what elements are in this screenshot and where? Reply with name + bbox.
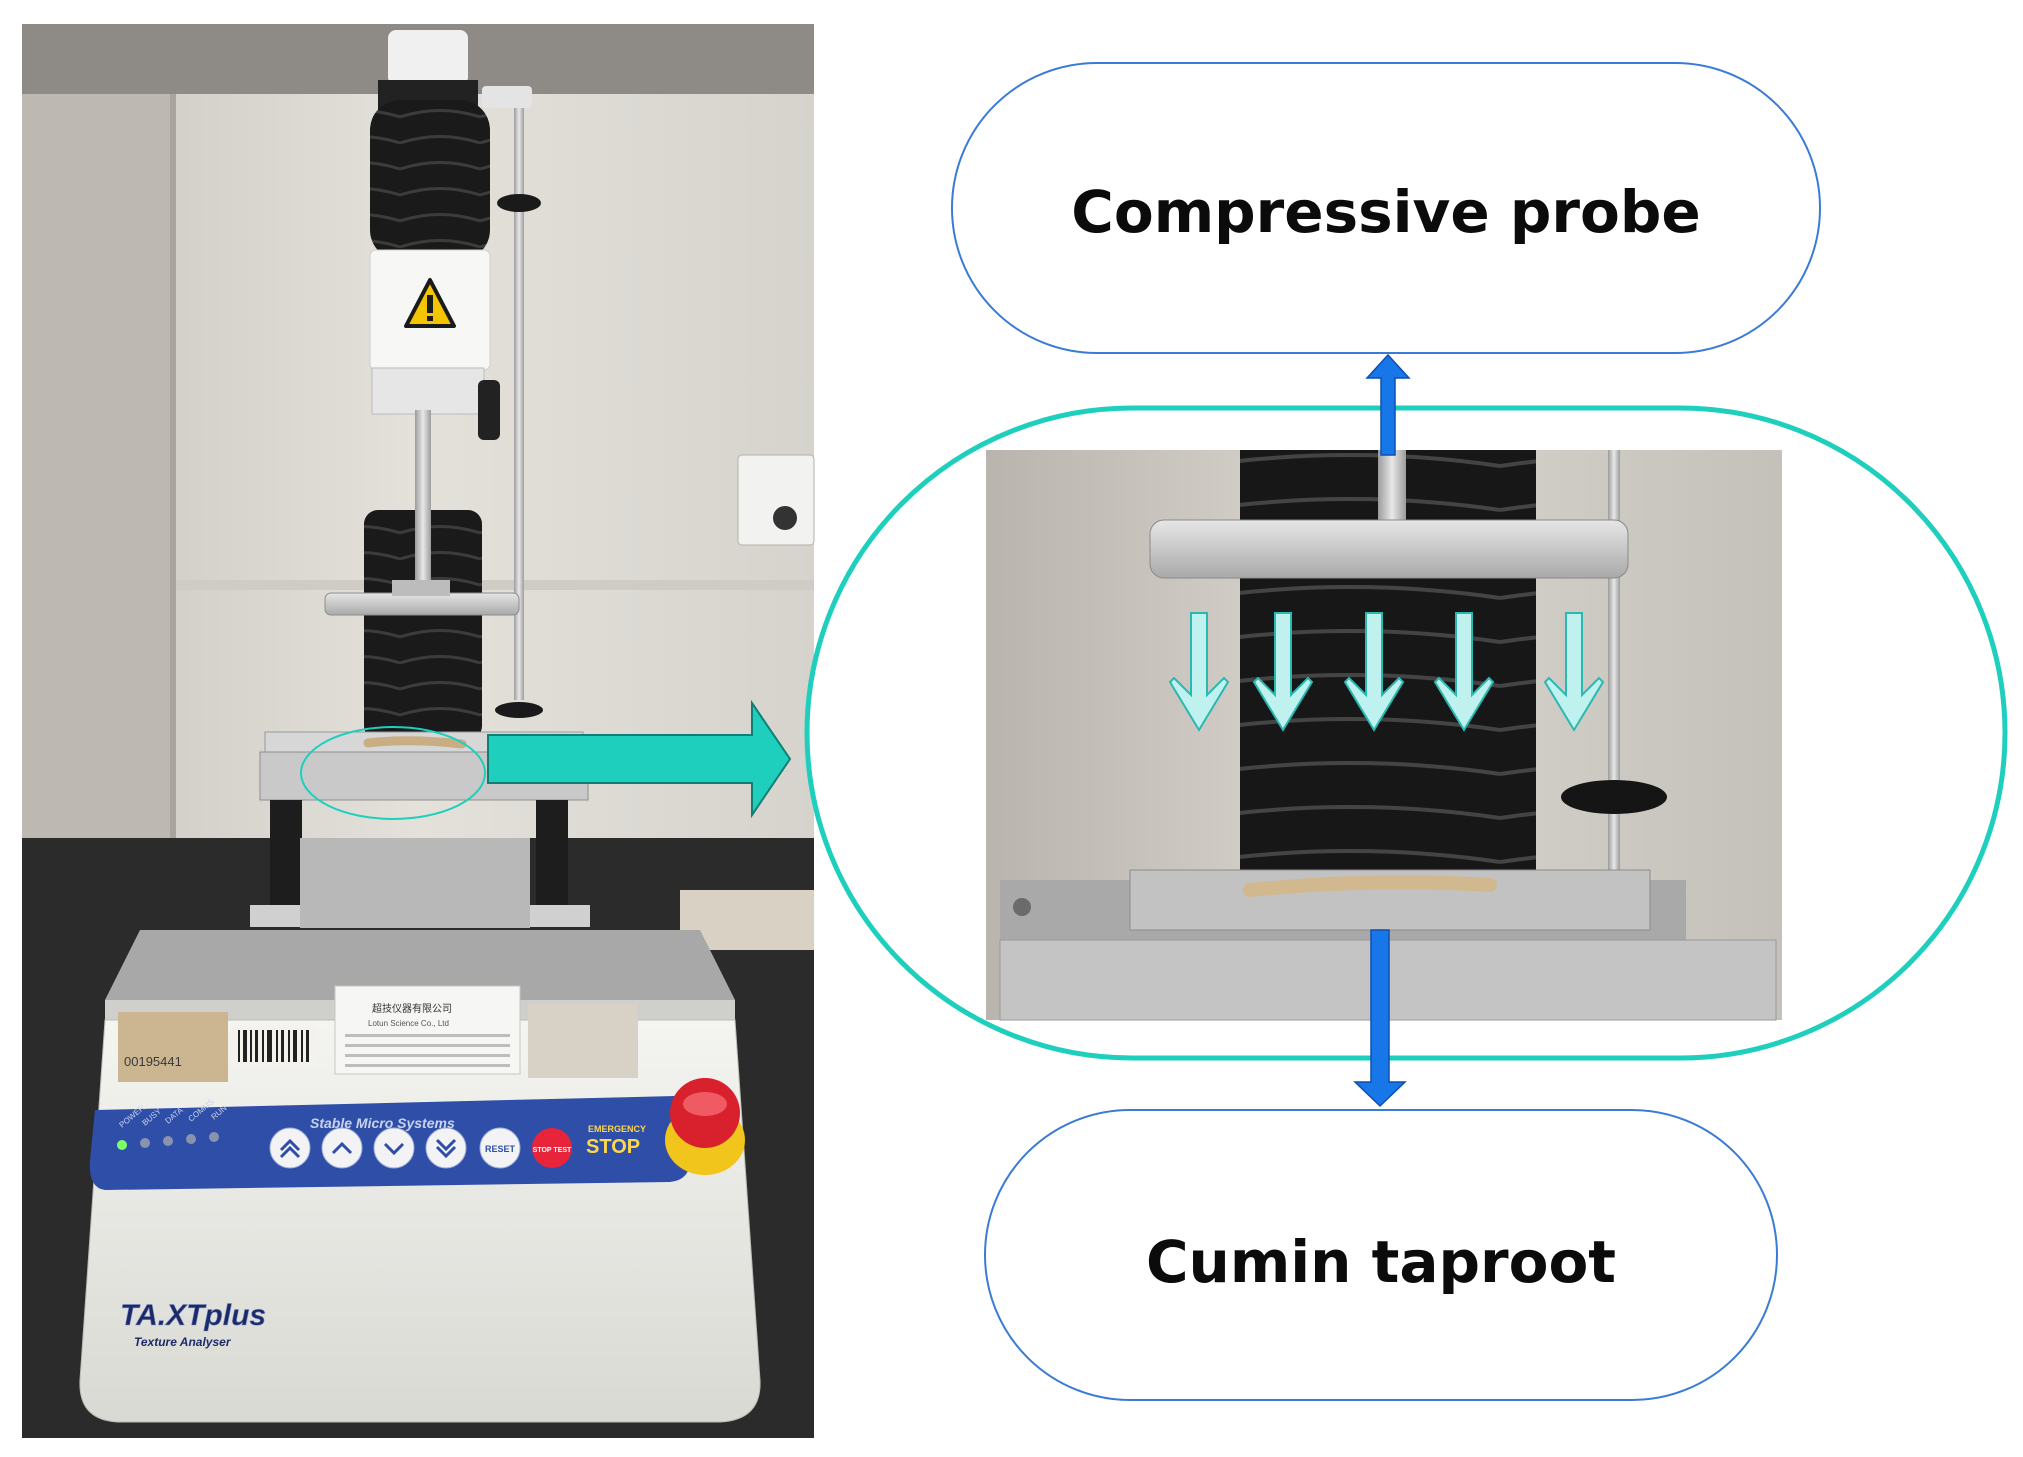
barcode-number: 00195441: [124, 1054, 182, 1069]
sticker-company-cn: 超技仪器有限公司: [372, 1002, 452, 1015]
top-housing: [388, 30, 468, 85]
emergency-stop-icon: [665, 1078, 745, 1175]
upper-bellows: [370, 100, 490, 260]
reset-label: RESET: [485, 1144, 516, 1154]
taproot-sample: [363, 736, 467, 749]
wall-socket-icon: [737, 454, 815, 546]
zoom-taproot-sample: [1243, 875, 1497, 897]
barcode-icon: [232, 1025, 316, 1067]
barcode-sticker: [118, 1012, 228, 1082]
sticker-company-en: Lotun Science Co., Ltd: [368, 1019, 449, 1028]
reset-button: [479, 1127, 521, 1169]
down-arrow-icon: [1168, 612, 1230, 732]
model-subtitle: Texture Analyser: [134, 1335, 232, 1349]
chevron-up-icon: [331, 1141, 353, 1155]
lower-bellows: [364, 510, 482, 740]
down-arrow-icon: [1433, 612, 1495, 732]
down-arrow-icon: [1543, 612, 1605, 732]
magnify-arrow: [487, 699, 792, 819]
label-capsule-top: [951, 62, 1821, 354]
label-capsule-bottom: [984, 1109, 1778, 1401]
machine-deck: [105, 930, 735, 1000]
instrument-photo: 00195441 超技仪器有限公司 Lotun Science Co., Ltd…: [22, 24, 815, 1438]
chevron-down-icon: [383, 1142, 405, 1156]
force-arrows: [1168, 612, 1605, 732]
brand-label: Stable Micro Systems: [310, 1115, 455, 1131]
warning-icon: [404, 278, 456, 328]
panel-buttons: RESET STOP TEST: [269, 1127, 572, 1169]
guide-rod: [514, 100, 524, 700]
company-sticker: [334, 985, 521, 1075]
double-chevron-down-icon: [435, 1138, 457, 1159]
zoom-compression-plate: [1149, 519, 1629, 579]
down-arrow-icon: [1252, 612, 1314, 732]
emergency-label-top: EMERGENCY: [588, 1124, 646, 1134]
compression-plate: [324, 592, 520, 616]
emergency-label: STOP: [586, 1136, 640, 1158]
down-pointer-arrow: [1353, 929, 1407, 1108]
stop-test-label: STOP TEST: [533, 1147, 572, 1154]
power-led: [117, 1140, 127, 1150]
double-chevron-up-icon: [279, 1138, 301, 1159]
down-arrow-icon: [1343, 612, 1405, 732]
model-logo: TA.XTplus: [120, 1299, 266, 1332]
sample-highlight-ellipse: [300, 726, 486, 820]
up-button: [321, 1127, 363, 1169]
stop-test-button: [532, 1128, 572, 1168]
zoom-photo: [986, 450, 1782, 1021]
down-button: [373, 1127, 415, 1169]
zoom-probe-shaft: [1378, 450, 1406, 522]
label-cumin-taproot: Cumin taproot: [1146, 1228, 1616, 1296]
label-compressive-probe: Compressive probe: [1071, 178, 1700, 246]
up-pointer-arrow: [1365, 353, 1411, 456]
